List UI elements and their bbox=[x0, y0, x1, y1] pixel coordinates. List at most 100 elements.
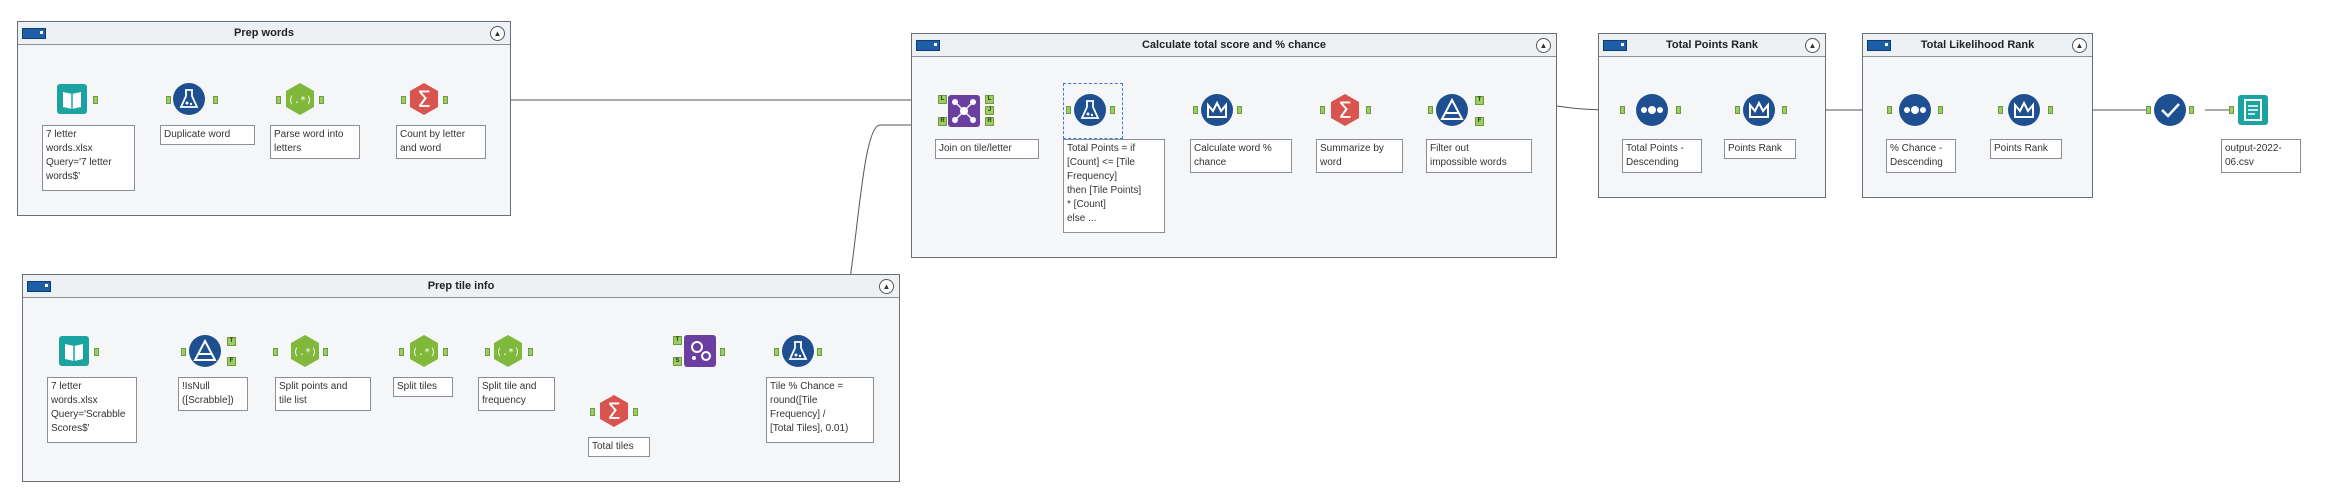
output-port[interactable] bbox=[817, 348, 822, 356]
multi-row-formula-tool[interactable] bbox=[1200, 93, 1234, 127]
output-tool[interactable] bbox=[2236, 93, 2270, 127]
input-port[interactable] bbox=[485, 348, 490, 356]
summarize-tool-by-word[interactable]: Σ bbox=[1328, 93, 1362, 127]
browse-tool[interactable] bbox=[2153, 93, 2187, 127]
true-port[interactable]: T bbox=[227, 337, 236, 346]
input-port[interactable] bbox=[276, 96, 281, 104]
collapse-icon[interactable]: ▲ bbox=[1536, 38, 1551, 53]
regex-tool-split-tiles[interactable]: (.*) bbox=[407, 334, 441, 368]
false-port[interactable]: F bbox=[227, 357, 236, 366]
join-tool[interactable] bbox=[947, 94, 981, 128]
annotation: !IsNull ([Scrabble]) bbox=[178, 377, 248, 411]
target-port[interactable]: T bbox=[673, 336, 682, 345]
annotation: Points Rank bbox=[1990, 139, 2062, 159]
input-port[interactable] bbox=[2229, 106, 2234, 114]
collapse-icon[interactable]: ▲ bbox=[2072, 38, 2087, 53]
formula-tool-duplicate[interactable] bbox=[172, 82, 206, 116]
container-prep-tile-info[interactable]: Prep tile info ▲ bbox=[22, 274, 900, 482]
filter-tool-isnull[interactable] bbox=[188, 334, 222, 368]
container-header[interactable]: Prep tile info ▲ bbox=[23, 275, 899, 298]
input-port[interactable] bbox=[774, 348, 779, 356]
output-port[interactable] bbox=[1782, 106, 1787, 114]
join-output-port[interactable]: J bbox=[985, 106, 994, 115]
collapse-icon[interactable]: ▲ bbox=[1805, 38, 1820, 53]
formula-tool-tile-chance[interactable] bbox=[781, 334, 815, 368]
input-port[interactable] bbox=[166, 96, 171, 104]
collapse-icon[interactable]: ▲ bbox=[879, 279, 894, 294]
input-port[interactable] bbox=[401, 96, 406, 104]
container-total-points-rank[interactable]: Total Points Rank ▲ bbox=[1598, 33, 1826, 198]
input-port[interactable] bbox=[1428, 106, 1433, 114]
source-port[interactable]: S bbox=[673, 357, 682, 366]
input-port[interactable] bbox=[1998, 106, 2003, 114]
input-port[interactable] bbox=[590, 408, 595, 416]
summarize-tool-total-tiles[interactable]: Σ bbox=[597, 394, 631, 428]
output-port[interactable] bbox=[2189, 106, 2194, 114]
output-port[interactable] bbox=[1366, 106, 1371, 114]
filter-tool-impossible[interactable] bbox=[1435, 93, 1469, 127]
input-tool-words[interactable] bbox=[55, 82, 89, 116]
output-port[interactable] bbox=[443, 96, 448, 104]
input-port[interactable] bbox=[1620, 106, 1625, 114]
join-nodes-icon bbox=[948, 95, 980, 127]
output-port[interactable] bbox=[528, 348, 533, 356]
sort-tool-chance[interactable] bbox=[1898, 93, 1932, 127]
output-port[interactable] bbox=[1110, 106, 1115, 114]
container-header[interactable]: Total Points Rank ▲ bbox=[1599, 34, 1825, 57]
sort-tool-points[interactable] bbox=[1635, 93, 1669, 127]
right-input-port[interactable]: R bbox=[938, 117, 947, 126]
false-port[interactable]: F bbox=[1475, 117, 1484, 126]
output-port[interactable] bbox=[93, 96, 98, 104]
append-fields-tool[interactable] bbox=[683, 334, 717, 368]
input-port[interactable] bbox=[181, 348, 186, 356]
output-port[interactable] bbox=[633, 408, 638, 416]
three-dots-icon bbox=[1636, 94, 1668, 126]
container-header[interactable]: Calculate total score and % chance ▲ bbox=[912, 34, 1556, 57]
annotation: Calculate word % chance bbox=[1190, 139, 1292, 173]
output-port[interactable] bbox=[2048, 106, 2053, 114]
filter-triangle-icon bbox=[189, 335, 221, 367]
annotation: Split tile and frequency bbox=[478, 377, 555, 411]
output-port[interactable] bbox=[1237, 106, 1242, 114]
output-port[interactable] bbox=[443, 348, 448, 356]
left-output-port[interactable]: L bbox=[985, 95, 994, 104]
collapse-icon[interactable]: ▲ bbox=[490, 26, 505, 41]
flask-icon bbox=[173, 83, 205, 115]
true-port[interactable]: T bbox=[1475, 96, 1484, 105]
input-port[interactable] bbox=[1887, 106, 1892, 114]
input-port[interactable] bbox=[1735, 106, 1740, 114]
container-header[interactable]: Total Likelihood Rank ▲ bbox=[1863, 34, 2092, 57]
right-output-port[interactable]: R bbox=[985, 117, 994, 126]
output-port[interactable] bbox=[720, 348, 725, 356]
output-port[interactable] bbox=[213, 96, 218, 104]
annotation: Split points and tile list bbox=[275, 377, 371, 411]
input-port[interactable] bbox=[1066, 106, 1071, 114]
regex-tool-split-points[interactable]: (.*) bbox=[288, 334, 322, 368]
multi-row-tool-likelihood-rank[interactable] bbox=[2007, 93, 2041, 127]
container-header[interactable]: Prep words ▲ bbox=[18, 22, 510, 45]
input-port[interactable] bbox=[273, 348, 278, 356]
input-tool-tiles[interactable] bbox=[57, 334, 91, 368]
input-port[interactable] bbox=[2146, 106, 2151, 114]
multi-row-tool-points-rank[interactable] bbox=[1742, 93, 1776, 127]
left-input-port[interactable]: L bbox=[938, 95, 947, 104]
output-port[interactable] bbox=[323, 348, 328, 356]
container-total-likelihood-rank[interactable]: Total Likelihood Rank ▲ bbox=[1862, 33, 2093, 198]
output-port[interactable] bbox=[1938, 106, 1943, 114]
container-icon bbox=[22, 28, 46, 39]
summarize-tool-count[interactable]: Σ bbox=[407, 82, 441, 116]
input-port[interactable] bbox=[1193, 106, 1198, 114]
regex-tool-split-freq[interactable]: (.*) bbox=[491, 334, 525, 368]
sigma-icon: Σ bbox=[410, 83, 438, 115]
output-port[interactable] bbox=[94, 348, 99, 356]
input-port[interactable] bbox=[1320, 106, 1325, 114]
formula-tool-total-points[interactable] bbox=[1073, 93, 1107, 127]
input-port[interactable] bbox=[399, 348, 404, 356]
annotation: Summarize by word bbox=[1316, 139, 1403, 173]
output-port[interactable] bbox=[319, 96, 324, 104]
flask-icon bbox=[1074, 94, 1106, 126]
regex-tool-parse-word[interactable]: (.*) bbox=[283, 82, 317, 116]
output-port[interactable] bbox=[1676, 106, 1681, 114]
gear-cluster-icon bbox=[684, 335, 716, 367]
